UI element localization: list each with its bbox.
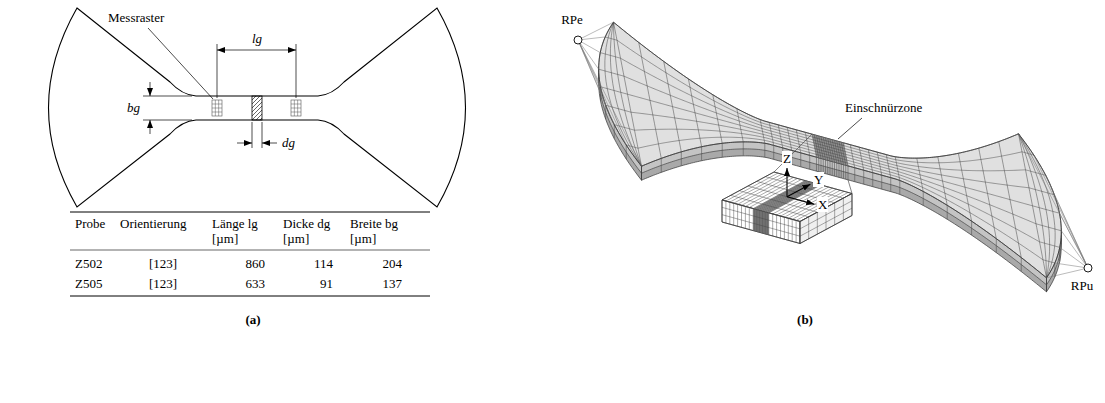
- axis-label: Y: [813, 172, 824, 187]
- dimension-arrow: [150, 82, 151, 96]
- measurement-grid: [212, 100, 222, 116]
- dimension-line: [217, 50, 296, 51]
- table-cell: Z502: [75, 256, 102, 271]
- table-cell: 204: [383, 256, 403, 271]
- axis-arrow: [787, 197, 814, 205]
- dimension-label: bg: [127, 100, 140, 115]
- dimension-arrow: [150, 120, 151, 134]
- table-cell: [123]: [149, 276, 177, 291]
- specimen-sketch: [49, 8, 466, 207]
- table-header: Orientierung: [120, 216, 186, 231]
- table-cell: 91: [320, 276, 333, 291]
- axis-label: X: [817, 197, 828, 212]
- table-cell: [123]: [149, 256, 177, 271]
- zone-label: Einschnürzone: [845, 100, 922, 115]
- inset-band: [753, 209, 769, 235]
- axis-arrow: [786, 168, 787, 197]
- extension-line: [262, 122, 263, 148]
- measurement-grid: [291, 100, 301, 116]
- table-cell: 137: [383, 276, 403, 291]
- panel-label: (a): [245, 312, 260, 327]
- dimension-label: lg: [252, 31, 262, 46]
- axis-label: Z: [782, 151, 792, 166]
- fe-model: [574, 22, 1092, 292]
- table-cell: 633: [246, 276, 266, 291]
- table-cell: 860: [246, 256, 266, 271]
- side-mesh: [599, 22, 1062, 292]
- extension-line: [217, 44, 218, 98]
- inset-face: [800, 194, 852, 244]
- necking-hatch: [252, 96, 262, 120]
- dimension-arrow: [237, 143, 252, 144]
- dimension-label: dg: [282, 135, 295, 150]
- table-header: Dicke dg [µm]: [283, 216, 343, 246]
- reference-point: [574, 36, 582, 44]
- leader-line: [838, 118, 862, 139]
- table-rule: [70, 296, 430, 297]
- extension-line: [296, 44, 297, 98]
- zoom-line: [774, 134, 812, 172]
- table-rule: [70, 212, 430, 213]
- top-mesh: [599, 22, 1062, 278]
- zoom-line: [848, 180, 852, 194]
- table-cell: 114: [314, 256, 333, 271]
- axis-arrow: [787, 184, 810, 197]
- specimen-outline: [49, 8, 466, 207]
- reference-point-label: RPe: [561, 12, 583, 27]
- reference-point: [1084, 264, 1092, 272]
- table-header: Länge lg [µm]: [212, 216, 276, 246]
- coupling-lines: [578, 22, 1088, 278]
- dimension-lines: [143, 28, 296, 148]
- table-cell: Z505: [75, 276, 102, 291]
- table-header: Probe: [75, 216, 105, 231]
- callout-label: Messraster: [108, 10, 164, 25]
- table-header: Breite bg [µm]: [350, 216, 416, 246]
- table-rules: [70, 212, 430, 296]
- detail-inset: [722, 134, 852, 243]
- table-rule: [70, 250, 430, 251]
- panel-label: (b): [797, 312, 813, 327]
- model-top-face: [599, 22, 1062, 278]
- reference-point-label: RPu: [1071, 278, 1093, 293]
- dimension-arrow: [262, 143, 277, 144]
- extension-line: [252, 122, 253, 148]
- leader-line: [148, 28, 213, 99]
